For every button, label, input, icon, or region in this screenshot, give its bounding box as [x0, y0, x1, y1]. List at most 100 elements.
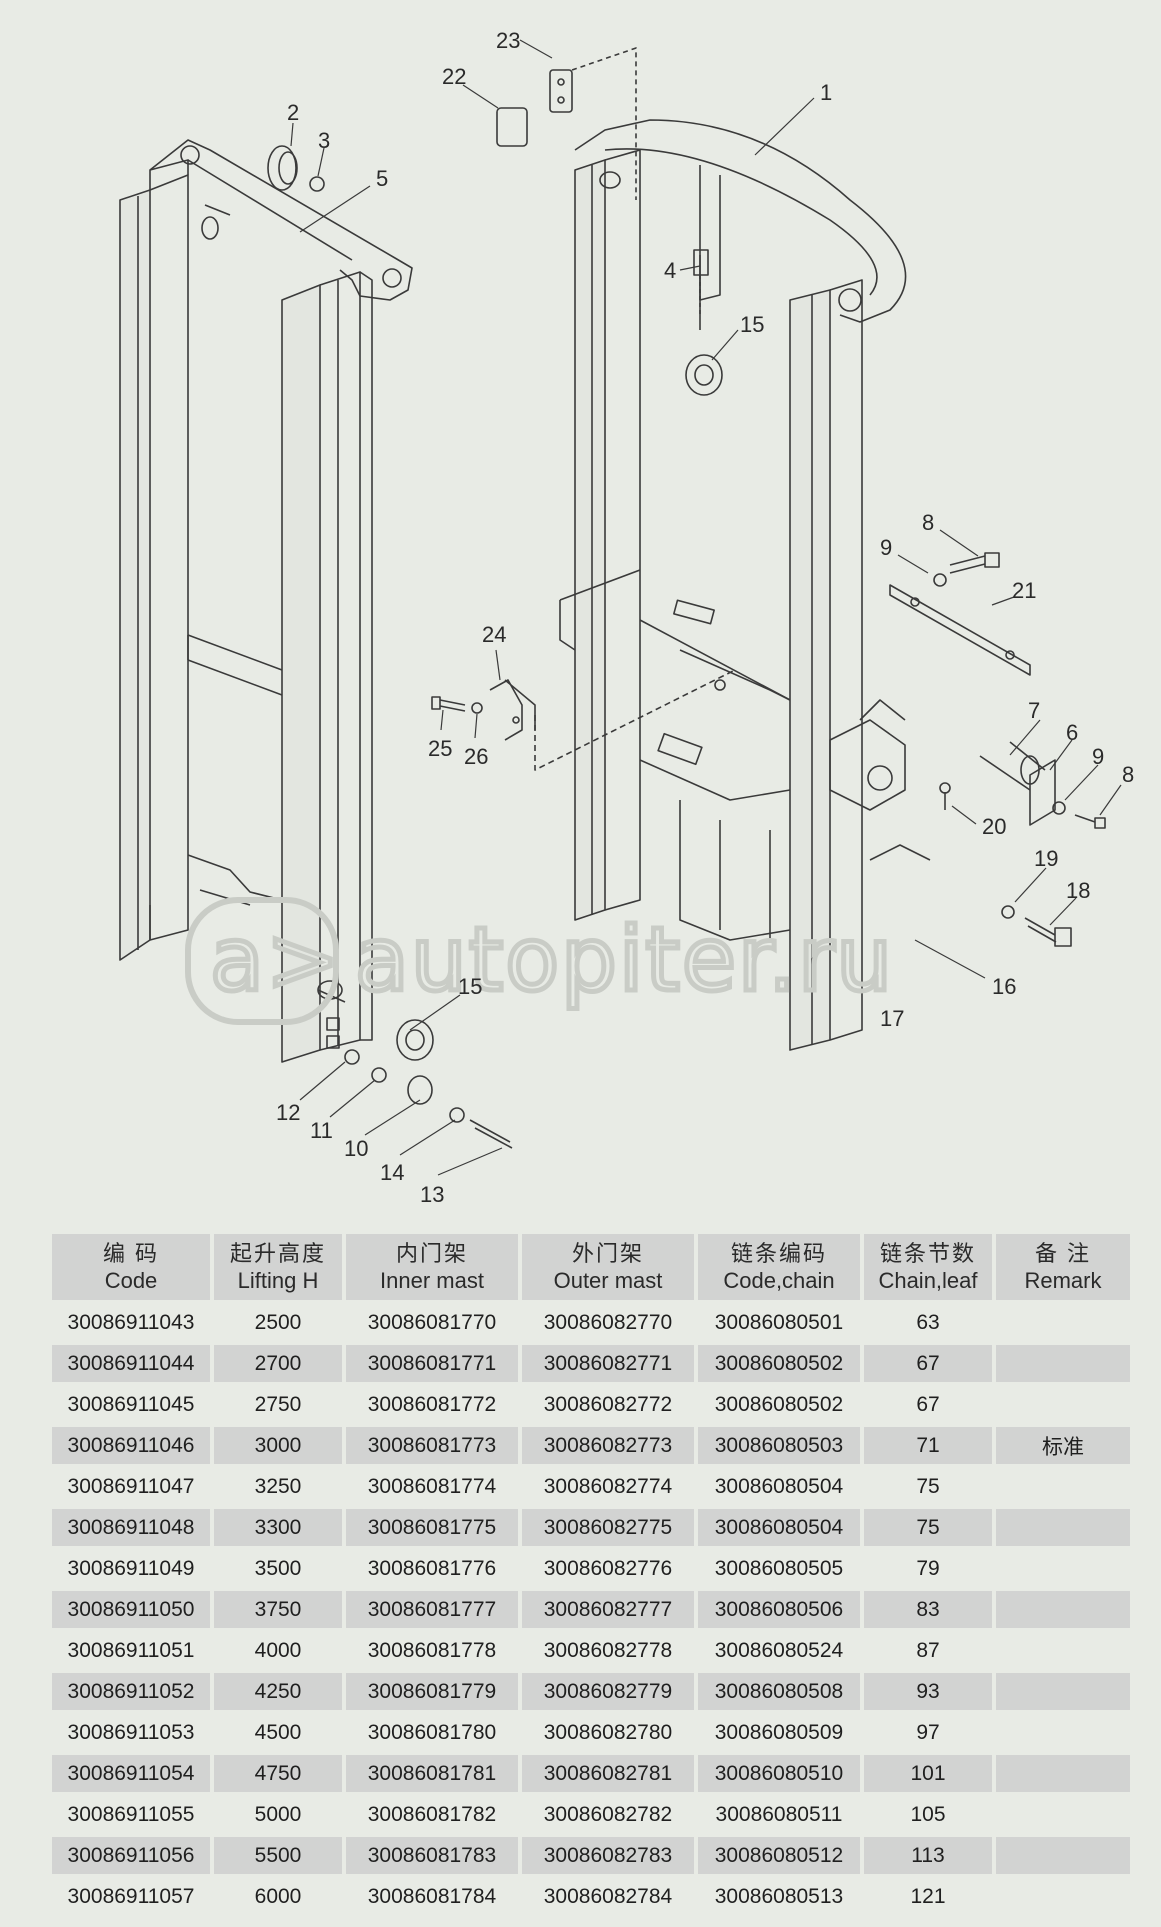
callout-4: 4: [664, 258, 676, 283]
cell-code: 30086911043: [67, 1310, 195, 1334]
callout-13: 13: [420, 1182, 444, 1207]
cell-lifting-height: 3300: [214, 1509, 342, 1546]
cell-outer-mast: 30086082784: [543, 1884, 673, 1908]
callout-26: 26: [464, 744, 488, 769]
cell-outer-mast: 30086082781: [522, 1755, 694, 1792]
cell-chain-leaf: 67: [864, 1345, 992, 1382]
cell-remark: [996, 1632, 1130, 1669]
cell-chain-leaf: 113: [864, 1837, 992, 1874]
callout-10: 10: [344, 1136, 368, 1161]
cell-outer-mast: 30086082782: [543, 1802, 673, 1826]
cell-inner-mast: 30086081779: [346, 1673, 518, 1710]
cell-code: 30086911050: [52, 1591, 210, 1628]
callout-22: 22: [442, 64, 466, 89]
callout-18: 18: [1066, 878, 1090, 903]
table-row: 30086911051 4000 30086081778 30086082778 300…: [52, 1632, 1130, 1669]
cell-remark: [996, 1345, 1130, 1382]
cell-lifting-height: 4000: [254, 1638, 302, 1662]
cell-outer-mast: 30086082778: [543, 1638, 673, 1662]
cell-lifting-height: 3500: [254, 1556, 302, 1580]
cell-chain-leaf: 71: [864, 1427, 992, 1464]
cell-inner-mast: 30086081771: [346, 1345, 518, 1382]
cell-lifting-height: 3000: [214, 1427, 342, 1464]
cell-chain-code: 30086080502: [714, 1392, 844, 1416]
callout-21: 21: [1012, 578, 1036, 603]
callout-23: 23: [496, 28, 520, 53]
cell-chain-code: 30086080502: [698, 1345, 860, 1382]
inner-mast: [119, 139, 413, 1063]
callout-17: 17: [880, 1006, 904, 1031]
cell-chain-code: 30086080505: [714, 1556, 844, 1580]
cell-chain-leaf: 121: [910, 1884, 946, 1908]
cell-lifting-height: 3250: [254, 1474, 302, 1498]
cell-inner-mast: 30086081780: [367, 1720, 497, 1744]
cell-lifting-height: 2500: [254, 1310, 302, 1334]
cell-inner-mast: 30086081776: [367, 1556, 497, 1580]
exploded-diagram: a> autopiter.ru 1 2 3 4 5 6 7 8 8 9 9 10…: [119, 28, 1134, 1207]
cell-remark: [996, 1714, 1130, 1751]
callout-labels: 1 2 3 4 5 6 7 8 8 9 9 10 11 12 13 14 15 …: [276, 28, 1134, 1207]
callout-11: 11: [310, 1118, 333, 1143]
callout-2: 2: [287, 100, 299, 125]
bearings: [267, 145, 723, 1149]
cell-code: 30086911044: [52, 1345, 210, 1382]
cell-code: 30086911053: [67, 1720, 195, 1744]
cell-code: 30086911046: [52, 1427, 210, 1464]
cell-remark: [996, 1755, 1130, 1792]
leader-lines: [290, 39, 1122, 1176]
cell-remark: [996, 1796, 1130, 1833]
cell-lifting-height: 5500: [214, 1837, 342, 1874]
cell-code: 30086911057: [67, 1884, 195, 1908]
cell-inner-mast: 30086081772: [367, 1392, 497, 1416]
cell-chain-code: 30086080504: [714, 1474, 844, 1498]
watermark: a> autopiter.ru: [185, 897, 895, 1025]
cell-inner-mast: 30086081774: [367, 1474, 497, 1498]
cell-lifting-height: 4500: [254, 1720, 302, 1744]
cell-lifting-height: 6000: [254, 1884, 302, 1908]
cell-lifting-height: 2750: [254, 1392, 302, 1416]
callout-8-upper: 8: [922, 510, 934, 535]
watermark-logo-mark: a>: [210, 908, 342, 1011]
cell-chain-code: 30086080511: [715, 1802, 843, 1826]
cell-chain-code: 30086080503: [698, 1427, 860, 1464]
callout-15-upper: 15: [740, 312, 764, 337]
cell-remark: [996, 1673, 1130, 1710]
cell-chain-code: 30086080513: [714, 1884, 844, 1908]
callout-20: 20: [982, 814, 1006, 839]
cell-outer-mast: 30086082776: [543, 1556, 673, 1580]
cell-chain-leaf: 75: [864, 1509, 992, 1546]
callout-24: 24: [482, 622, 506, 647]
cell-inner-mast: 30086081778: [367, 1638, 497, 1662]
callout-7: 7: [1028, 698, 1040, 723]
callout-1: 1: [820, 80, 832, 105]
callout-9-upper: 9: [880, 535, 892, 560]
cell-chain-leaf: 75: [916, 1474, 940, 1498]
cell-chain-code: 30086080510: [698, 1755, 860, 1792]
cell-chain-code: 30086080508: [698, 1673, 860, 1710]
callout-16: 16: [992, 974, 1016, 999]
cell-code: 30086911045: [67, 1392, 195, 1416]
cell-code: 30086911055: [67, 1802, 195, 1826]
cell-remark: [996, 1468, 1130, 1505]
callout-19: 19: [1034, 846, 1058, 871]
callout-5: 5: [376, 166, 388, 191]
cell-code: 30086911051: [67, 1638, 195, 1662]
callout-9-lower: 9: [1092, 744, 1104, 769]
cell-remark: [996, 1878, 1130, 1915]
callout-8-lower: 8: [1122, 762, 1134, 787]
cell-chain-code: 30086080524: [714, 1638, 844, 1662]
cell-chain-leaf: 87: [916, 1638, 940, 1662]
